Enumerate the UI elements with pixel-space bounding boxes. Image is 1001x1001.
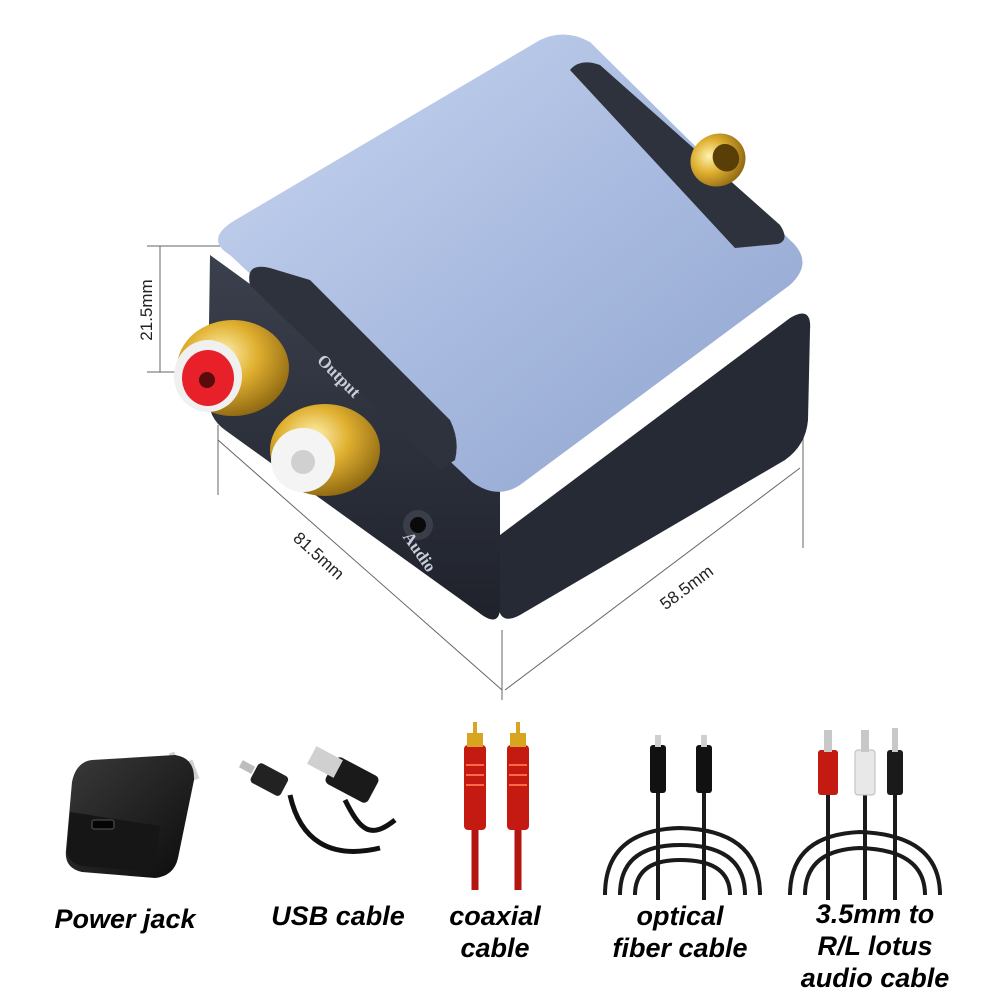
device-front-band: [249, 266, 457, 470]
front-white-rca-jack: [270, 404, 380, 496]
front-red-rca-jack: [174, 320, 289, 416]
caption-audio-cable: 3.5mm to R/L lotus audio cable: [800, 899, 950, 993]
coaxial-cable-image: [464, 722, 529, 890]
audio-cable-image: [788, 728, 942, 900]
device-back-band: [570, 62, 785, 248]
converter-device: Output Audio: [174, 34, 811, 620]
caption-usb-cable: USB cable: [271, 901, 405, 931]
power-jack-image: [65, 751, 200, 878]
device-right-side: [498, 313, 811, 619]
dimension-lines: [147, 245, 804, 700]
caption-optical-fiber-cable: optical fiber cable: [612, 901, 748, 963]
length-dimension: 81.5mm: [290, 528, 348, 583]
caption-coaxial-cable: coaxial cable: [449, 901, 541, 963]
optical-fiber-cable-image: [603, 735, 762, 900]
usb-cable-image: [238, 746, 397, 854]
height-dimension: 21.5mm: [137, 279, 156, 340]
caption-power-jack: Power jack: [54, 904, 196, 934]
rear-rca-jack: [690, 133, 746, 187]
audio-3.5mm-jack: [403, 510, 433, 540]
